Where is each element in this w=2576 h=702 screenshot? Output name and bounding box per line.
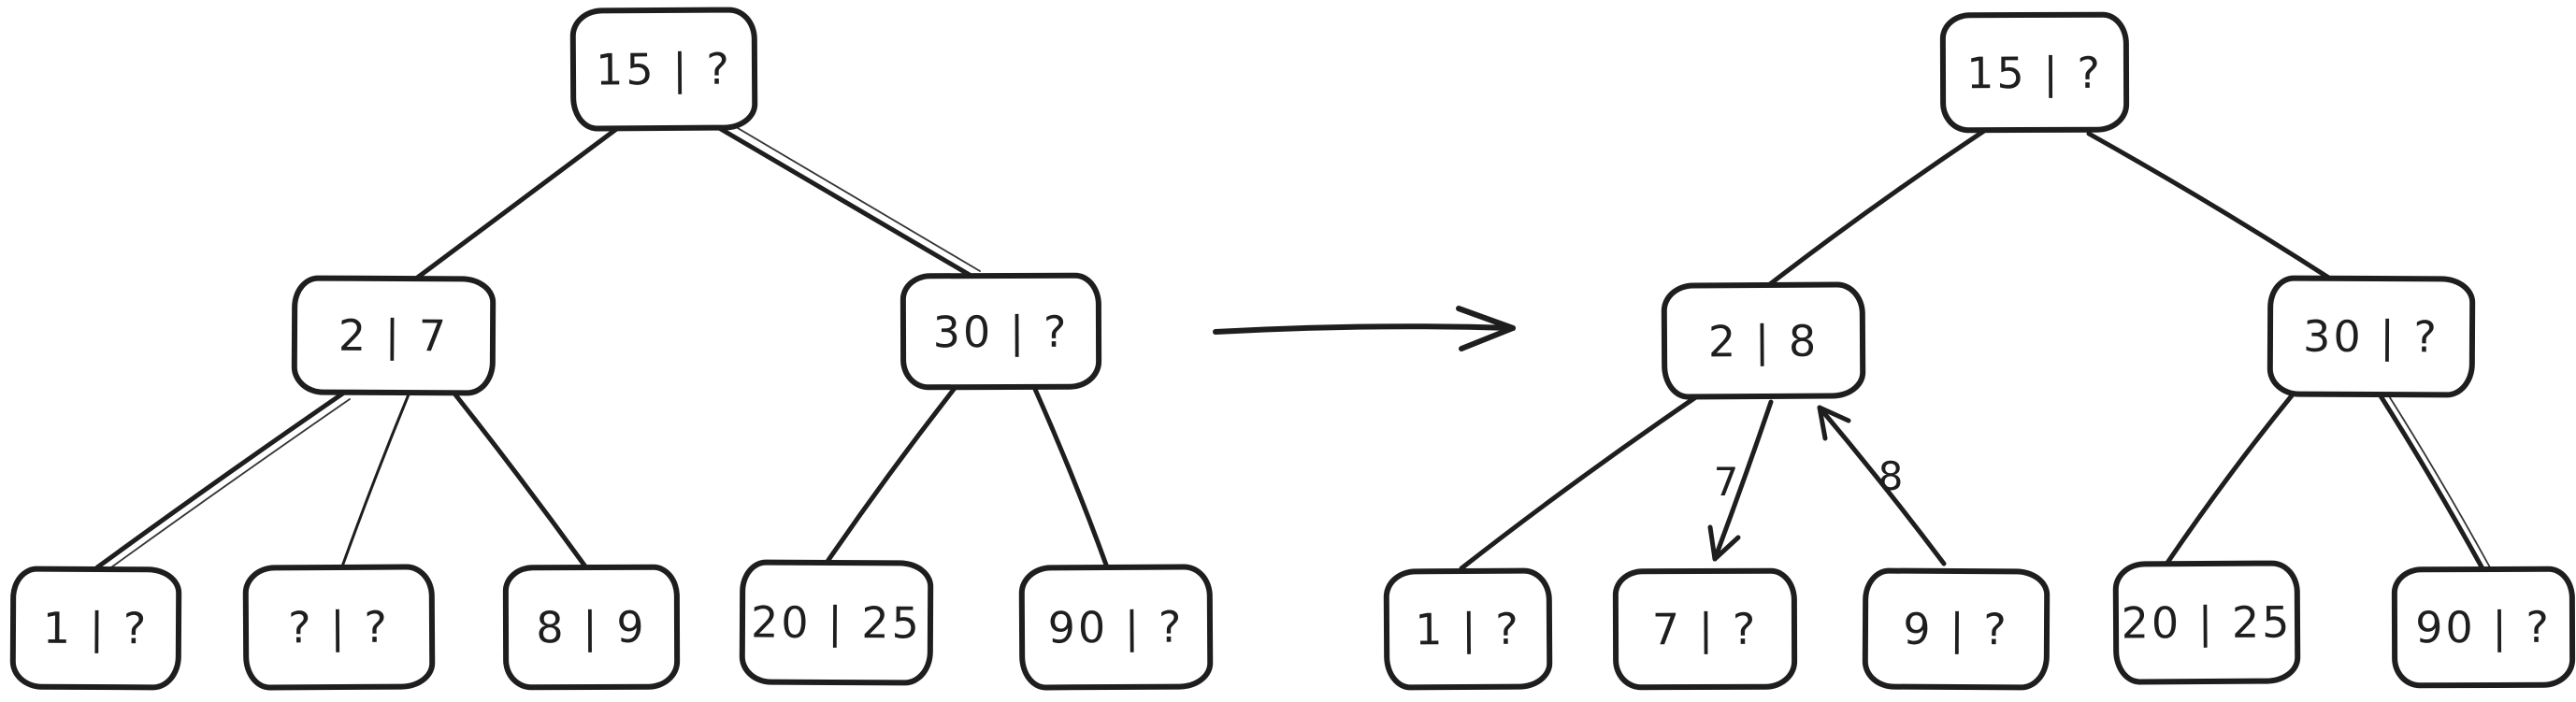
left-tree-leaf-8-9: 8 | 9 bbox=[502, 564, 681, 691]
transformation-arrow bbox=[1213, 306, 1516, 351]
edge-2-7-to-1 bbox=[94, 390, 347, 570]
edge-right-root-to-30 bbox=[2086, 131, 2333, 281]
right-tree-leaf-9: 9 | ? bbox=[1862, 567, 2051, 691]
left-tree-node-30: 30 | ? bbox=[899, 272, 1102, 391]
left-tree-root-node: 15 | ? bbox=[569, 7, 758, 132]
left-tree-leaf-20-25: 20 | 25 bbox=[739, 559, 934, 686]
right-tree-leaf-1: 1 | ? bbox=[1383, 567, 1553, 691]
edge-30-to-90-left bbox=[1031, 384, 1110, 570]
left-tree-leaf-question: ? | ? bbox=[242, 564, 436, 691]
edge-2-7-to-1-double-stroke bbox=[104, 398, 351, 573]
right-tree-leaf-90: 90 | ? bbox=[2391, 566, 2576, 689]
insert-arrow-8: 8 bbox=[1817, 405, 1947, 566]
insert-arrow-7-shaft bbox=[1712, 399, 1774, 562]
left-tree-leaf-1: 1 | ? bbox=[9, 566, 182, 691]
right-tree-leaf-20-25: 20 | 25 bbox=[2112, 560, 2301, 685]
edge-left-root-to-30-double-stroke bbox=[721, 118, 981, 272]
edge-2-7-to-question bbox=[340, 393, 410, 568]
edge-left-root-to-2-7 bbox=[413, 124, 622, 281]
edge-2-8-to-1 bbox=[1459, 394, 1700, 571]
insert-arrow-8-shaft bbox=[1817, 405, 1947, 566]
right-tree-node-30: 30 | ? bbox=[2267, 275, 2476, 398]
insert-arrow-7-label: 7 bbox=[1714, 459, 1739, 505]
left-tree-leaf-90: 90 | ? bbox=[1018, 564, 1214, 691]
transformation-arrow-shaft bbox=[1213, 323, 1516, 335]
edge-30-to-20-25-left bbox=[824, 384, 958, 566]
right-tree-node-2-8: 2 | 8 bbox=[1661, 281, 1866, 400]
edge-30-to-90-right bbox=[2377, 392, 2486, 573]
edge-2-7-to-8-9 bbox=[452, 391, 588, 569]
edge-left-root-to-30 bbox=[712, 122, 977, 280]
transformation-arrow-head bbox=[1456, 306, 1516, 351]
insert-arrow-7-head bbox=[1707, 524, 1741, 562]
insert-arrow-7: 7 bbox=[1707, 399, 1774, 562]
left-tree-node-2-7: 2 | 7 bbox=[291, 275, 496, 396]
edge-30-to-90-right-double-stroke bbox=[2385, 391, 2491, 568]
right-tree-root-node: 15 | ? bbox=[1939, 11, 2130, 134]
insert-arrow-8-label: 8 bbox=[1878, 453, 1904, 499]
edge-30-to-20-25-right bbox=[2165, 392, 2295, 566]
edge-right-root-to-2-8 bbox=[1767, 128, 1987, 287]
insert-arrow-8-head bbox=[1817, 405, 1851, 441]
right-tree-leaf-7: 7 | ? bbox=[1612, 567, 1798, 691]
